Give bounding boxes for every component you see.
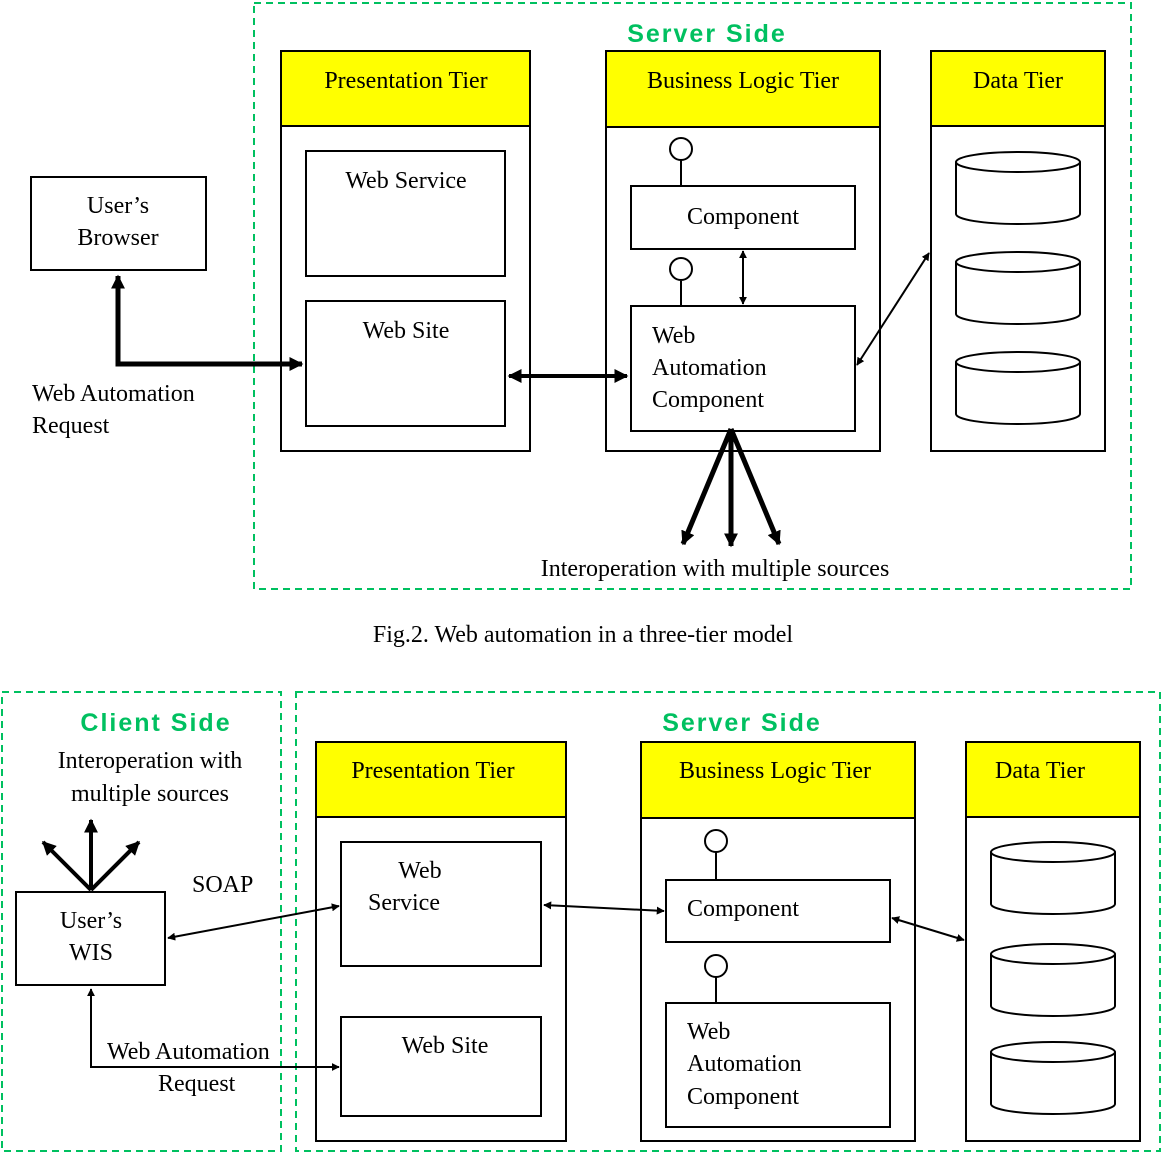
users-wis-box [15, 891, 166, 986]
component-box [630, 185, 856, 250]
business-logic-tier-header [605, 50, 881, 128]
database-icon [990, 841, 1116, 915]
f3-web-automation-component-box [665, 1002, 891, 1128]
f3-web-automation-request-arrow [87, 988, 340, 1071]
webservice-component-arrow [543, 901, 665, 915]
browser-label-line2: Browser [77, 225, 158, 251]
request-label-line1: Web Automation [32, 381, 195, 407]
data-tier: Data Tier [930, 50, 1106, 452]
web-automation-component-box [630, 305, 856, 432]
f3-wac-label-line3: Component [687, 1084, 799, 1110]
f3-business-logic-tier: Business Logic Tier Component Web Automa… [640, 741, 916, 1142]
web-service-box [305, 150, 506, 277]
server-side-title: Server Side [627, 20, 787, 48]
client-interop-label-line1: Interoperation with [58, 748, 243, 774]
f3-wac-label-line1: Web [687, 1019, 730, 1045]
database-icon [955, 151, 1081, 225]
f3-presentation-tier-header [315, 741, 567, 818]
f3-web-site-label: Web Site [402, 1033, 489, 1059]
wac-label-line3: Component [652, 387, 764, 413]
users-browser: User’s Browser [30, 176, 207, 271]
wac-data-tier-arrow [856, 252, 930, 366]
web-site-box [305, 300, 506, 427]
web-site-label: Web Site [363, 318, 450, 344]
f3-server-side-title: Server Side [662, 709, 822, 737]
data-tier-label: Data Tier [973, 68, 1063, 94]
request-label-line2: Request [32, 413, 110, 439]
wac-label-line1: Web [652, 323, 695, 349]
wac-interface-icon [669, 257, 693, 281]
figure-2-caption: Fig.2. Web automation in a three-tier mo… [373, 622, 794, 648]
f3-web-service-label-line1: Web [398, 858, 441, 884]
client-interop-label-line2: multiple sources [71, 781, 229, 807]
data-tier-header [930, 50, 1106, 127]
f3-data-tier: Data Tier [965, 741, 1141, 1142]
database-icon [955, 251, 1081, 325]
database-icon [990, 943, 1116, 1017]
f3-data-tier-header [965, 741, 1141, 818]
business-logic-tier-label: Business Logic Tier [647, 68, 839, 94]
f3-business-logic-tier-header [640, 741, 916, 819]
figure-2: Server Side Presentation Tier Web Servic… [30, 2, 1132, 648]
web-service-label: Web Service [345, 168, 466, 194]
client-interop-arrow-right [89, 840, 141, 892]
interop-arrow-left [680, 428, 734, 546]
f3-component-label: Component [687, 896, 799, 922]
f3-web-service-box [340, 841, 542, 967]
figure-3: Client Side Interoperation with multiple… [1, 691, 1161, 1152]
f3-web-site-box [340, 1016, 542, 1117]
soap-label: SOAP [192, 872, 253, 898]
client-side-title: Client Side [80, 709, 231, 737]
web-automation-request-arrow [111, 274, 304, 371]
wis-label-line1: User’s [60, 908, 122, 934]
f3-presentation-tier: Presentation Tier Web Service Web Site [315, 741, 567, 1142]
interop-label: Interoperation with multiple sources [541, 556, 890, 582]
database-icon [955, 351, 1081, 425]
f3-request-label-line1: Web Automation [107, 1039, 270, 1065]
f3-request-label-line2: Request [158, 1071, 236, 1097]
f3-web-service-label-line2: Service [368, 890, 440, 916]
component-label: Component [687, 204, 799, 230]
f3-data-tier-label: Data Tier [995, 758, 1085, 784]
business-logic-tier: Business Logic Tier Component Web Automa… [605, 50, 881, 452]
f3-component-interface-icon [704, 829, 728, 853]
client-interop-arrow-left [41, 840, 93, 892]
browser-label-line1: User’s [87, 193, 149, 219]
wac-label-line2: Automation [652, 355, 767, 381]
database-icon [990, 1041, 1116, 1115]
presentation-tier-label: Presentation Tier [324, 68, 487, 94]
component-interface-icon [669, 137, 693, 161]
wis-label-line2: WIS [69, 940, 113, 966]
f3-presentation-tier-label: Presentation Tier [351, 758, 514, 784]
presentation-tier: Presentation Tier Web Service Web Site [280, 50, 531, 452]
presentation-tier-header [280, 50, 531, 127]
f3-component-box [665, 879, 891, 943]
f3-wac-interface-icon [704, 954, 728, 978]
interop-arrow-right [728, 428, 782, 546]
f3-business-logic-tier-label: Business Logic Tier [679, 758, 871, 784]
f3-wac-label-line2: Automation [687, 1051, 802, 1077]
soap-arrow [167, 903, 340, 941]
users-browser-box [30, 176, 207, 271]
component-data-tier-arrow [891, 916, 965, 942]
